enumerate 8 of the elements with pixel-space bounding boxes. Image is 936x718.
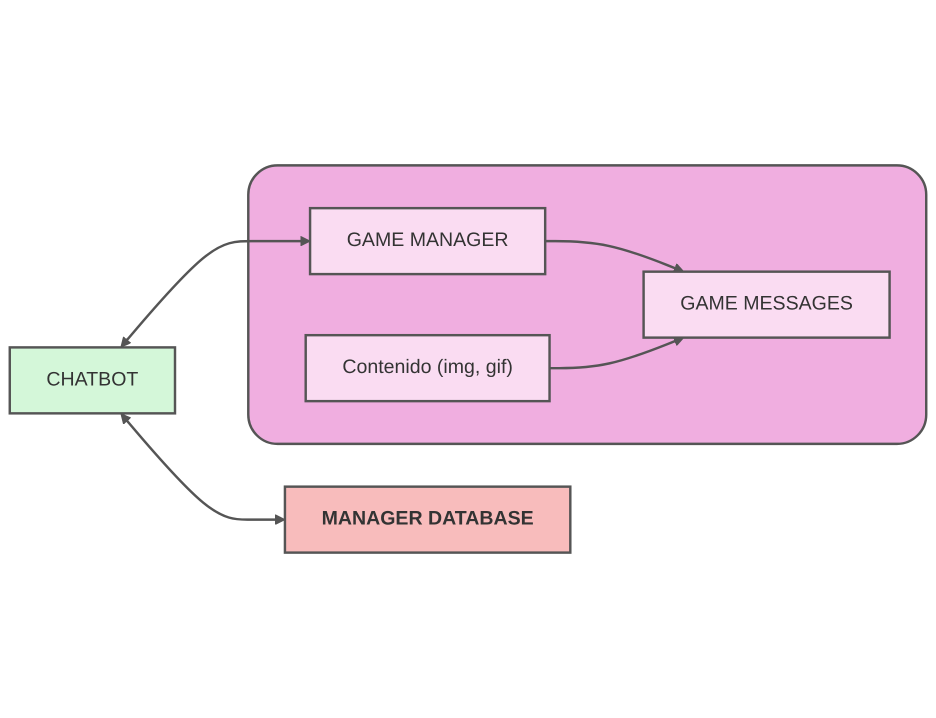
node-box: Contenido (img, gif) [304,334,551,402]
arrow [120,413,286,525]
node-box: GAME MANAGER [308,206,546,276]
node-box: GAME MESSAGES [642,270,891,339]
cluster [247,164,928,446]
node-box: CHATBOT [8,346,176,415]
arrow [120,236,311,348]
node-box: MANAGER DATABASE [284,485,572,554]
